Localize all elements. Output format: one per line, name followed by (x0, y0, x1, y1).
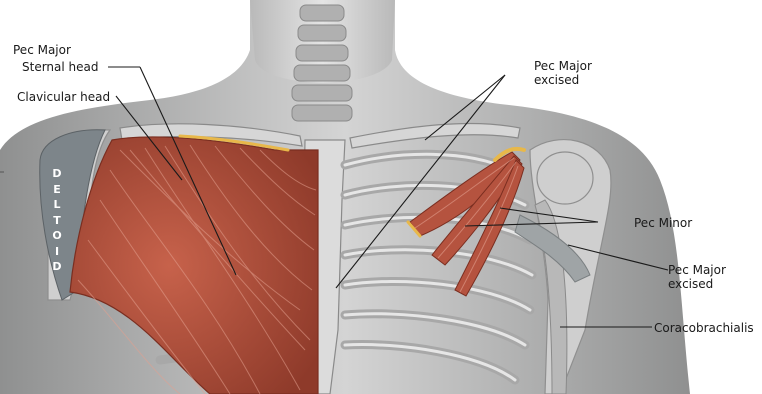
label-pec-major-title: Pec Major (13, 43, 71, 57)
label-pec-minor: Pec Minor (634, 216, 692, 230)
label-pec-major-excised-top: Pec Major excised (534, 59, 592, 87)
label-pec-major-excised-right: Pec Major excised (668, 263, 726, 291)
label-sternal-head: Sternal head (22, 60, 99, 74)
label-clavicular-head: Clavicular head (17, 90, 110, 104)
label-deltoid: D E L T O I D (51, 166, 63, 275)
label-coracobrachialis: Coracobrachialis (654, 321, 754, 335)
